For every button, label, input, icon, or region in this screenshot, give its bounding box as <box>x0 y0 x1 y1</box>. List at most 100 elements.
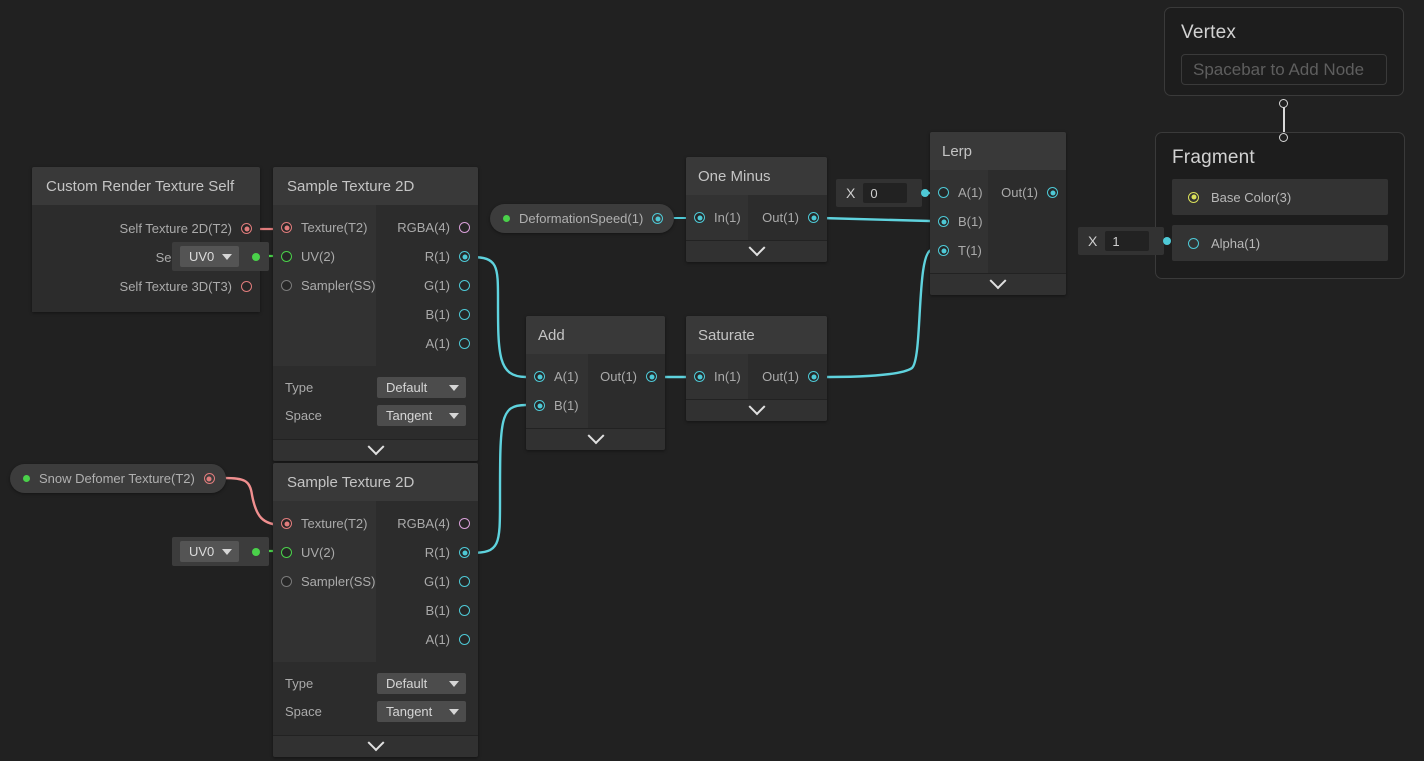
port-slot-icon[interactable] <box>938 245 949 256</box>
setting-type[interactable]: Type Default <box>273 671 478 696</box>
port-slot-icon[interactable] <box>459 338 470 349</box>
uv-output-dot[interactable] <box>252 547 261 556</box>
uv-widget-bottom[interactable]: UV0 <box>172 537 270 566</box>
port-slot-icon[interactable] <box>694 212 705 223</box>
port-slot-icon[interactable] <box>808 212 819 223</box>
port-r[interactable]: R(1) <box>376 538 479 567</box>
port-slot-icon[interactable] <box>1047 187 1058 198</box>
port-r[interactable]: R(1) <box>376 242 479 271</box>
port-slot-icon[interactable] <box>534 371 545 382</box>
type-dropdown[interactable]: Default <box>377 673 466 694</box>
port-b[interactable]: B(1) <box>376 596 479 625</box>
node-one-minus[interactable]: One Minus In(1) Out(1) <box>686 157 827 262</box>
port-slot-icon[interactable] <box>459 280 470 291</box>
port-texture[interactable]: Texture(T2) <box>273 509 376 538</box>
port-g[interactable]: G(1) <box>376 271 479 300</box>
uv-output-dot[interactable] <box>252 252 261 261</box>
collapse-toggle-bottom[interactable] <box>273 733 478 757</box>
port-slot-icon[interactable] <box>694 371 705 382</box>
port-g[interactable]: G(1) <box>376 567 479 596</box>
node-custom-render-texture-self[interactable]: Custom Render Texture Self Self Texture … <box>32 167 260 312</box>
node-fragment-master[interactable]: Fragment Base Color(3) Alpha(1) <box>1155 132 1405 279</box>
node-add[interactable]: Add A(1) B(1) Out(1) <box>526 316 665 450</box>
port-slot-icon[interactable] <box>459 547 470 558</box>
port-b[interactable]: B(1) <box>526 391 588 420</box>
port-slot-icon[interactable] <box>281 518 292 529</box>
property-snow-deformer-texture[interactable]: Snow Defomer Texture(T2) <box>10 464 226 493</box>
port-slot-icon[interactable] <box>241 223 252 234</box>
port-self-texture-3d[interactable]: Self Texture 3D(T3) <box>32 272 260 301</box>
uv-dropdown-top[interactable]: UV0 <box>180 246 240 267</box>
space-dropdown[interactable]: Tangent <box>377 701 466 722</box>
alpha-value-widget[interactable]: X 1 <box>1078 227 1172 255</box>
fragment-slot-base-color[interactable]: Base Color(3) <box>1172 179 1388 215</box>
port-slot-icon[interactable] <box>281 576 292 587</box>
port-out[interactable]: Out(1) <box>748 203 827 232</box>
port-a[interactable]: A(1) <box>376 625 479 654</box>
port-b[interactable]: B(1) <box>930 207 988 236</box>
value-input[interactable]: 1 <box>1105 231 1150 251</box>
port-a[interactable]: A(1) <box>526 362 588 391</box>
property-output-slot[interactable] <box>203 473 215 484</box>
collapse-toggle-top[interactable] <box>273 437 478 461</box>
node-sample-texture-2d-bottom[interactable]: Sample Texture 2D Texture(T2) UV(2) Samp… <box>273 463 478 757</box>
property-output-slot[interactable] <box>652 213 664 224</box>
port-self-texture-2d[interactable]: Self Texture 2D(T2) <box>32 214 260 243</box>
port-slot-icon[interactable] <box>281 280 292 291</box>
port-slot-icon[interactable] <box>534 400 545 411</box>
port-slot-icon[interactable] <box>281 251 292 262</box>
port-sampler[interactable]: Sampler(SS) <box>273 567 376 596</box>
port-out[interactable]: Out(1) <box>988 178 1066 207</box>
uv-dropdown-bottom[interactable]: UV0 <box>180 541 240 562</box>
port-b[interactable]: B(1) <box>376 300 479 329</box>
setting-type[interactable]: Type Default <box>273 375 478 400</box>
port-slot-icon[interactable] <box>646 371 657 382</box>
collapse-toggle-saturate[interactable] <box>686 397 827 421</box>
port-rgba[interactable]: RGBA(4) <box>376 509 479 538</box>
port-slot-icon[interactable] <box>938 216 949 227</box>
collapse-toggle-add[interactable] <box>526 426 665 450</box>
port-slot-icon[interactable] <box>459 605 470 616</box>
collapse-toggle-one-minus[interactable] <box>686 238 827 262</box>
node-sample-texture-2d-top[interactable]: Sample Texture 2D Texture(T2) UV(2) Samp… <box>273 167 478 461</box>
uv-widget-top[interactable]: UV0 <box>172 242 270 271</box>
node-lerp[interactable]: Lerp A(1) B(1) T(1) Out(1) <box>930 132 1066 295</box>
port-slot-icon[interactable] <box>459 309 470 320</box>
port-slot-icon[interactable] <box>1188 191 1199 203</box>
port-sampler[interactable]: Sampler(SS) <box>273 271 376 300</box>
node-saturate[interactable]: Saturate In(1) Out(1) <box>686 316 827 421</box>
port-slot-icon[interactable] <box>241 281 252 292</box>
port-slot-icon[interactable] <box>459 222 470 233</box>
setting-space[interactable]: Space Tangent <box>273 699 478 724</box>
port-slot-icon[interactable] <box>281 547 292 558</box>
port-slot-icon[interactable] <box>808 371 819 382</box>
port-slot-icon[interactable] <box>459 576 470 587</box>
port-slot-icon[interactable] <box>1188 237 1199 249</box>
value-input[interactable]: 0 <box>863 183 908 203</box>
port-uv[interactable]: UV(2) <box>273 242 376 271</box>
port-slot-icon[interactable] <box>938 187 949 198</box>
port-out[interactable]: Out(1) <box>748 362 827 391</box>
port-a[interactable]: A(1) <box>930 178 988 207</box>
fragment-slot-alpha[interactable]: Alpha(1) <box>1172 225 1388 261</box>
port-a[interactable]: A(1) <box>376 329 479 358</box>
value-output-dot[interactable] <box>921 189 930 197</box>
port-slot-icon[interactable] <box>459 634 470 645</box>
port-in[interactable]: In(1) <box>686 362 748 391</box>
property-deformation-speed[interactable]: DeformationSpeed(1) <box>490 204 675 233</box>
port-rgba[interactable]: RGBA(4) <box>376 213 479 242</box>
collapse-toggle-lerp[interactable] <box>930 271 1066 295</box>
port-slot-icon[interactable] <box>281 222 292 233</box>
port-t[interactable]: T(1) <box>930 236 988 265</box>
type-dropdown[interactable]: Default <box>377 377 466 398</box>
port-texture[interactable]: Texture(T2) <box>273 213 376 242</box>
node-vertex-master[interactable]: Vertex Spacebar to Add Node <box>1164 7 1404 96</box>
port-out[interactable]: Out(1) <box>588 362 665 391</box>
space-dropdown[interactable]: Tangent <box>377 405 466 426</box>
vertex-add-node-placeholder[interactable]: Spacebar to Add Node <box>1181 54 1387 85</box>
setting-space[interactable]: Space Tangent <box>273 403 478 428</box>
fragment-stack-nub-top[interactable] <box>1279 133 1288 142</box>
port-slot-icon[interactable] <box>459 518 470 529</box>
port-in[interactable]: In(1) <box>686 203 748 232</box>
